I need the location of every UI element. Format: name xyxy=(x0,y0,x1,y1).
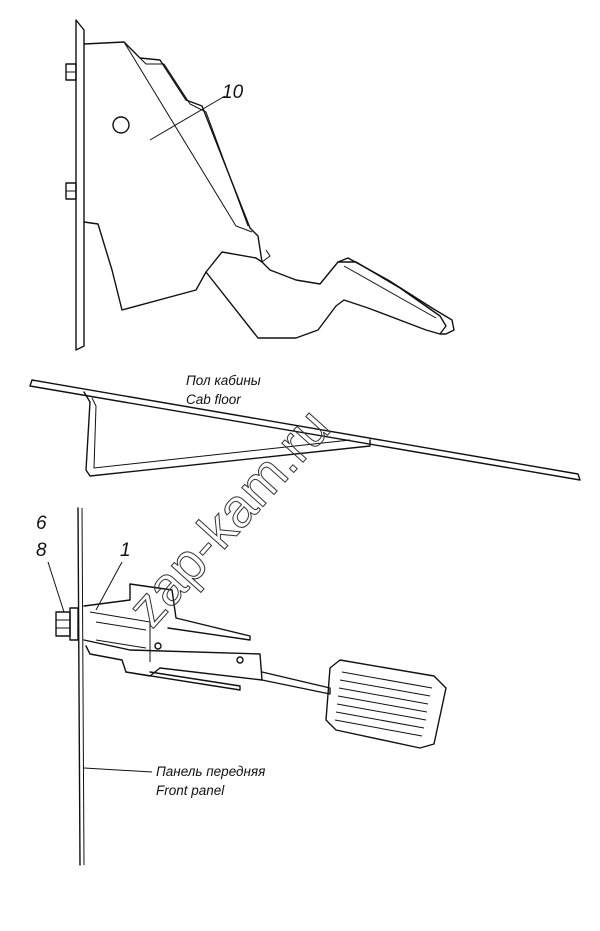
mounting-hole xyxy=(112,116,130,134)
callout-1: 1 xyxy=(120,540,131,561)
cab-floor: Пол кабины Cab floor xyxy=(29,373,581,481)
pedal-pad-top xyxy=(325,659,447,749)
callout-8: 8 xyxy=(36,540,47,561)
cab-floor-label-en: Cab floor xyxy=(186,392,241,407)
callout-leader-10 xyxy=(149,95,226,141)
lower-bolt xyxy=(65,182,77,200)
callout-10: 10 xyxy=(222,82,244,103)
front-panel-label-en: Front panel xyxy=(156,783,225,798)
top-pedal-assembly: 10 xyxy=(65,19,455,351)
mounting-plate xyxy=(75,19,85,351)
pedal-pad xyxy=(337,257,455,335)
lower-bracket xyxy=(83,583,251,641)
front-panel-leader xyxy=(83,767,153,773)
floor-bracket xyxy=(83,391,371,477)
pivot-hole-right xyxy=(236,656,244,664)
watermark: zap-kam.ru xyxy=(116,397,341,638)
nut-8 xyxy=(55,607,79,641)
cab-floor-label-ru: Пол кабины xyxy=(186,373,261,388)
pivot-hole-left xyxy=(154,642,162,650)
callout-leader-8 xyxy=(47,561,65,613)
bottom-pedal-assembly: 6 8 1 Панель передняя Front panel xyxy=(36,507,447,866)
cab-floor-line xyxy=(29,379,581,481)
callout-leader-1 xyxy=(95,561,123,611)
pedal-rod xyxy=(261,671,331,695)
upper-bolt xyxy=(65,63,77,81)
front-panel-line xyxy=(77,507,81,866)
pedal-lever xyxy=(205,261,447,339)
front-panel-label-ru: Панель передняя xyxy=(156,764,265,779)
callout-6: 6 xyxy=(36,513,47,534)
